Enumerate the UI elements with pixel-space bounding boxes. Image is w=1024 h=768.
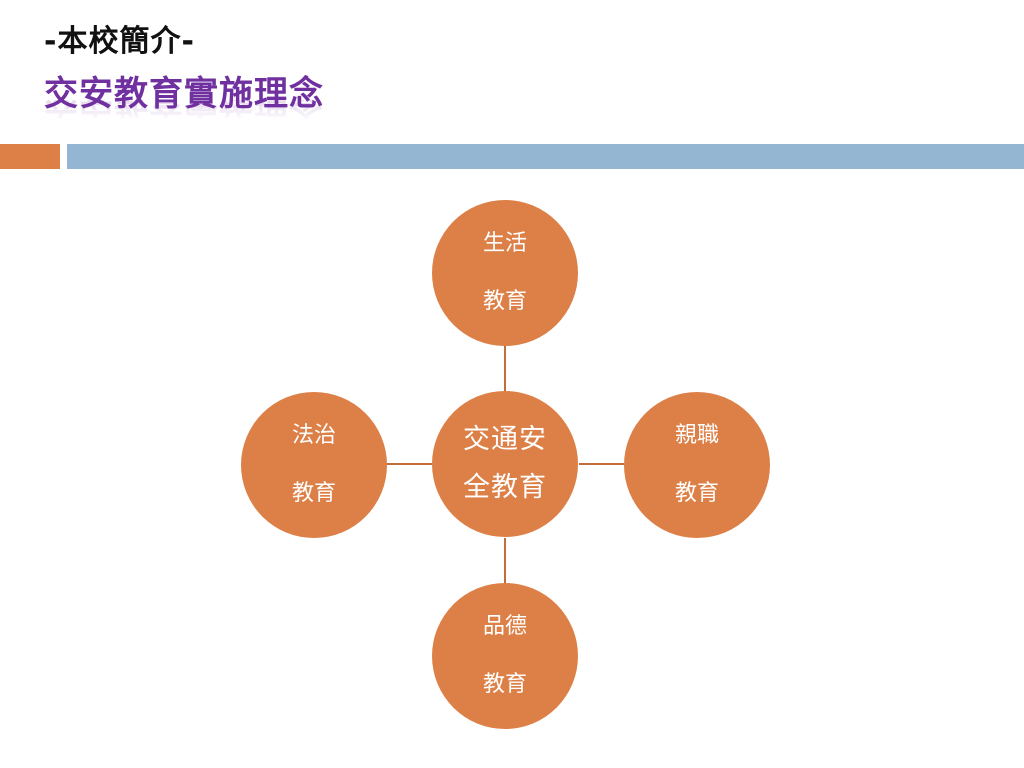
- node-center-line1: 交通安: [463, 424, 547, 455]
- accent-bar-blue: [67, 144, 1024, 169]
- node-bottom-line1: 品德: [482, 614, 527, 639]
- connector-left: [387, 463, 432, 465]
- node-right-line2: 教育: [674, 481, 719, 506]
- connector-right: [579, 463, 624, 465]
- section-label: -本校簡介-: [44, 24, 195, 59]
- node-center-traffic-safety: 交通安 全教育: [432, 391, 578, 537]
- node-right-parenting-education: 親職 教育: [624, 392, 770, 538]
- slide-title: 交安教育實施理念: [44, 74, 324, 114]
- connector-bottom: [504, 538, 506, 583]
- node-bottom-line2: 教育: [482, 672, 527, 697]
- connector-top: [504, 346, 506, 391]
- node-top-line2: 教育: [482, 289, 527, 314]
- slide-title-group: 交安教育實施理念 交安教育實施理念: [44, 72, 324, 122]
- accent-bar-orange: [0, 144, 60, 169]
- node-top-line1: 生活: [482, 231, 527, 256]
- node-left-law-education: 法治 教育: [241, 392, 387, 538]
- node-bottom-character-education: 品德 教育: [432, 583, 578, 729]
- node-left-line1: 法治: [291, 423, 336, 448]
- node-right-line1: 親職: [674, 423, 719, 448]
- node-center-line2: 全教育: [463, 472, 547, 503]
- node-left-line2: 教育: [291, 481, 336, 506]
- node-top-life-education: 生活 教育: [432, 200, 578, 346]
